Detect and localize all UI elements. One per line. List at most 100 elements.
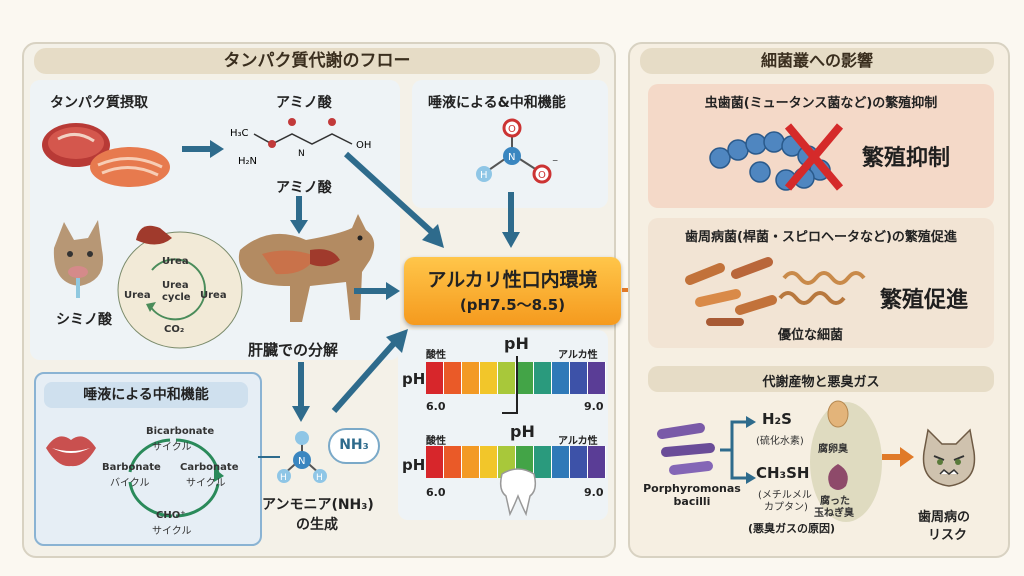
nh3-bubble: NH₃ — [328, 428, 380, 464]
metabolite-header — [648, 366, 994, 392]
co2-label: CO₂ — [164, 324, 185, 335]
urea-label-2: Urea — [124, 290, 151, 301]
ph-color-segment — [534, 362, 552, 394]
ph-marker-label: pH — [504, 334, 529, 353]
svg-text:N: N — [508, 152, 515, 163]
svg-text:⁻: ⁻ — [552, 155, 558, 169]
porphyromonas-label: Porphyromonas bacilli — [640, 482, 744, 508]
ph-marker-label: pH — [510, 422, 535, 441]
ph-alk-label: アルカ性 — [558, 436, 598, 447]
ph-color-segment — [444, 446, 462, 478]
shiminos-label: シミノ酸 — [56, 312, 112, 328]
arrow-down-icon — [290, 196, 308, 234]
ph-color-scale — [426, 446, 606, 478]
ph-axis-label: pH — [402, 456, 426, 474]
porphyromonas-line2: bacilli — [673, 495, 711, 508]
urea-label-1: Urea — [162, 256, 189, 267]
bicarbonate-sub: サイクル — [152, 442, 192, 453]
svg-text:O: O — [538, 170, 546, 181]
carbonate-label: Carbonate — [180, 462, 239, 473]
arrow-icon — [182, 140, 224, 158]
nitrite-molecule-icon: O N H O ⁻ — [476, 118, 558, 184]
periodontal-title: 歯周病菌(桿菌・スピロヘータなど)の繁殖促進 — [685, 230, 957, 245]
arrow-down-icon — [292, 362, 310, 422]
porphyromonas-icon — [657, 423, 715, 475]
ph-color-segment — [462, 446, 480, 478]
ph-color-segment — [480, 362, 498, 394]
cho-sub: サイクル — [152, 526, 192, 537]
meat-fish-icon — [42, 123, 170, 187]
ph-color-segment — [552, 362, 570, 394]
urea-cycle-label: cycle — [162, 292, 191, 303]
tooth-icon — [499, 468, 537, 517]
saliva-top-area — [412, 80, 608, 208]
ph-color-segment — [570, 362, 588, 394]
ph-color-segment — [588, 446, 606, 478]
saliva-cycle-arrows — [128, 438, 224, 518]
ph-color-segment — [498, 362, 516, 394]
angry-cat-icon — [922, 428, 976, 487]
ammonia-molecule-icon: N H H — [277, 431, 327, 483]
ch3sh-name-1: (メチルメル — [758, 490, 812, 501]
periodontal-box — [648, 218, 994, 348]
connector-line — [258, 456, 280, 458]
ph-axis-label: pH — [402, 370, 426, 388]
onion-label-2: 玉ねぎ臭 — [814, 508, 854, 519]
caries-title: 虫歯菌(ミュータンス菌など)の繁殖抑制 — [704, 96, 938, 111]
alkaline-env-range: (pH7.5〜8.5) — [459, 296, 566, 314]
protein-intake-label: タンパク質摂取 — [50, 95, 148, 111]
lips-icon — [46, 436, 96, 467]
bacteria-title: 細菌叢への影響 — [640, 48, 994, 74]
svg-text:O: O — [508, 124, 516, 135]
ph-alk-label: アルカ性 — [558, 350, 598, 361]
alkaline-env-title: アルカリ性口内環境 — [427, 269, 598, 291]
ph-left-value: 6.0 — [426, 400, 446, 413]
risk-label-2: リスク — [928, 528, 968, 543]
periodontal-effect-label: 繁殖促進 — [880, 288, 969, 313]
arrow-diagonal-icon — [343, 151, 444, 248]
ph-right-value: 9.0 — [584, 486, 604, 499]
streptococcus-icon — [709, 123, 844, 191]
risk-label-1: 歯周病の — [918, 510, 971, 525]
ph-right-value: 9.0 — [584, 400, 604, 413]
arrow-icon — [354, 282, 400, 300]
alkaline-environment-box: アルカリ性口内環境 (pH7.5〜8.5) — [404, 257, 621, 325]
ph-acid-label: 酸性 — [426, 350, 446, 361]
svg-text:H₂N: H₂N — [238, 156, 257, 167]
cho-label: CHO⁺ — [156, 510, 186, 521]
ph-color-segment — [480, 446, 498, 478]
h2s-name: (硫化水素) — [756, 436, 804, 447]
svg-text:H: H — [280, 473, 287, 483]
ph-color-segment — [552, 446, 570, 478]
carbonate-sub: サイクル — [186, 478, 226, 489]
rod-bacteria-icon — [685, 257, 866, 326]
gas-cause-label: (悪臭ガスの原因) — [748, 522, 836, 535]
svg-text:H₃C: H₃C — [230, 128, 249, 139]
liver-breakdown-label: 肝臓での分解 — [248, 341, 339, 359]
saliva-box-title: 唾液による中和機能 — [44, 382, 248, 408]
svg-text:H: H — [480, 170, 488, 181]
ammonia-label-2: の生成 — [296, 517, 338, 533]
ph-left-value: 6.0 — [426, 486, 446, 499]
urea-label-3: Urea — [200, 290, 227, 301]
caries-effect-label: 繁殖抑制 — [862, 146, 951, 171]
amino-acid-caption: アミノ酸 — [276, 180, 332, 196]
ph-color-segment — [534, 446, 552, 478]
barbonate-sub: バイクル — [110, 478, 150, 489]
ph-acid-label: 酸性 — [426, 436, 446, 447]
porphyromonas-line1: Porphyromonas — [643, 482, 741, 495]
dominant-bacteria-label: 優位な細菌 — [778, 328, 844, 343]
amino-acid-top-label: アミノ酸 — [276, 95, 332, 111]
smell-cloud-icons — [810, 400, 882, 522]
rotten-egg-label: 腐卵臭 — [818, 444, 848, 455]
metabolite-title: 代謝産物と悪臭ガス — [762, 375, 880, 390]
saliva-top-label: 唾液による&中和機能 — [428, 95, 566, 111]
svg-text:N: N — [298, 456, 305, 467]
amino-acid-molecule-icon: H₃C H₂N N OH — [230, 118, 371, 167]
ph-color-scale — [426, 362, 606, 394]
ph-color-segment — [516, 362, 534, 394]
ch3sh-label: CH₃SH — [756, 464, 810, 482]
onion-label-1: 腐った — [820, 496, 850, 507]
ph-color-segment — [588, 362, 606, 394]
cat-liver-illustration — [53, 214, 375, 349]
